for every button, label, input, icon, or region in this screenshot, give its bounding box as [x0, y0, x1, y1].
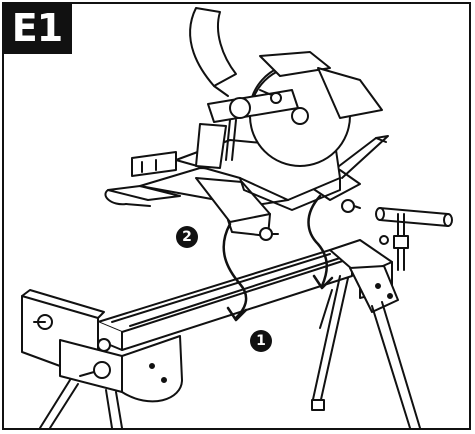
- roller-support: [375, 207, 453, 271]
- stand-beam: [97, 249, 353, 351]
- stand-left-legs: [39, 379, 123, 429]
- saw-head: [189, 7, 383, 169]
- callout-marker-1: 1: [250, 330, 272, 352]
- step-label: E1: [2, 2, 72, 54]
- callout-marker-2: 2: [176, 226, 198, 248]
- stand-right-legs: [311, 275, 421, 429]
- placement-arrow-left: [222, 222, 248, 322]
- stand-left-end: [21, 289, 183, 403]
- stand-right-end: [329, 239, 399, 313]
- placement-arrow-right: [307, 194, 334, 290]
